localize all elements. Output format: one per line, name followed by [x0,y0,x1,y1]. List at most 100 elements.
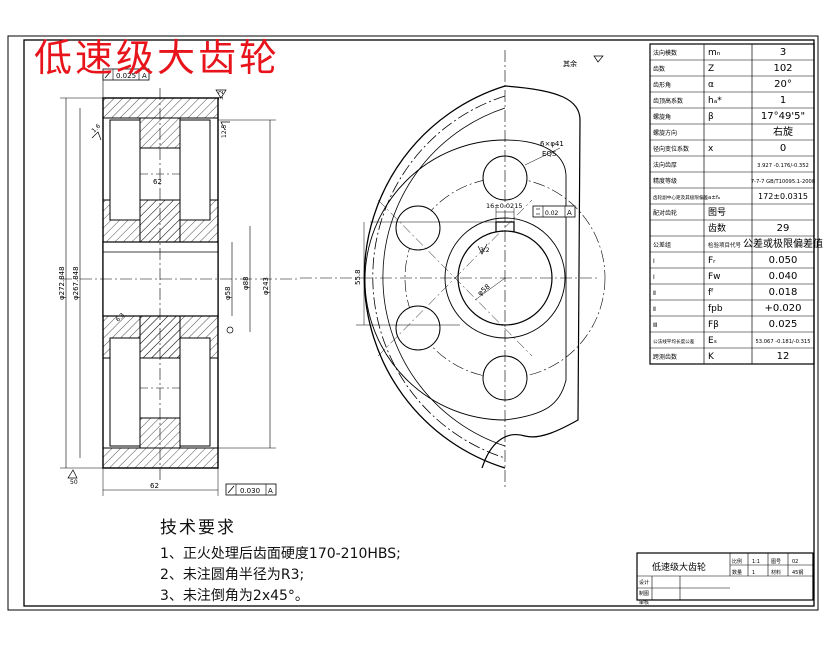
param-label: 齿轮副中心距及其极限偏差 [653,194,709,201]
param-label: 螺旋角 [653,113,671,121]
param-label: Ⅰ [653,258,655,265]
param-value: 0.018 [769,287,798,298]
param-symbol: β [708,112,714,122]
param-symbol: Fᵣ [708,256,716,266]
param-value: 12 [777,351,790,362]
title-block-grid [636,552,814,601]
param-label: Ⅰ [653,274,655,281]
param-value: 29 [777,223,790,234]
param-symbol: Fβ [708,320,719,330]
dim-hub: φ243 [262,277,270,295]
drawing-no-label: 图号 [771,559,781,565]
ra-value-3: 12.5 [221,124,228,138]
reviewer-label: 审核 [639,599,649,606]
drawing-title: 低速级大齿轮 [34,36,281,80]
material-value: 45钢 [792,569,803,576]
tech-item-2: 2、未注圆角半径为R3; [160,567,305,583]
tech-heading: 技术要求 [160,518,236,538]
keyway-width: 16±0.0215 [486,202,522,210]
param-value: 3.927 -0.176/-0.352 [757,163,809,169]
param-symbol: α [708,80,714,90]
dim-outer: φ272.848 [58,266,66,300]
param-value: 17°49'5" [761,111,805,122]
param-symbol: Z [708,64,714,74]
top-tolerance-value: 0.025 [116,72,136,80]
scale-label: 比例 [732,558,742,565]
param-value: 右旋 [773,125,793,138]
tech-item-3: 3、未注倒角为2x45°。 [160,588,309,604]
param-label: 精度等级 [653,177,677,185]
param-label: 公差组 [653,241,671,249]
param-symbol: fpb [708,304,723,314]
param-symbol: fᶠ [708,288,714,298]
param-value: 0.040 [769,271,798,282]
param-value: 0.050 [769,255,798,266]
param-value: 3 [780,47,786,58]
param-label: Ⅱ [653,306,656,313]
param-symbol: x [708,144,714,154]
dim-hub-width: 62 [153,178,162,186]
param-symbol: a±fₐ [708,195,720,201]
bottom-tolerance-value: 0.030 [240,487,260,495]
rest-roughness-label: 其余 [563,59,577,68]
param-symbol: K [708,352,715,362]
param-symbol: Eₛ [708,336,717,346]
key-tolerance: 0.02 [545,210,559,217]
ra-value-1: 3.2 [218,90,225,100]
param-value: +0.020 [764,303,801,314]
param-value: 7-7-7 GB/T10095.1-2008 [751,179,815,185]
param-symbol: 图号 [708,207,726,218]
param-label: Ⅱ [653,290,656,297]
param-value: 53.067 -0.181/-0.315 [756,339,811,345]
param-label: 齿数 [653,65,665,73]
ra-value-4: 6.3 [114,312,126,324]
param-label: 公法线平均长度公差 [653,338,695,345]
ra-value-2: 1.6 [90,123,102,135]
param-value: 0.025 [769,319,798,330]
param-value: 102 [773,63,792,74]
tech-item-1: 1、正火处理后齿面硬度170-210HBS; [160,546,401,562]
param-label: 齿形角 [653,81,671,89]
param-label: 法向模数 [653,49,677,57]
ra-value-5: 50 [70,479,78,486]
drawing-no-value: 02 [792,559,798,565]
technical-requirements: 技术要求 1、正火处理后齿面硬度170-210HBS; 2、未注圆角半径为R3;… [160,513,401,607]
title-block-name: 低速级大齿轮 [652,561,706,573]
dim-bore: φ88 [242,276,250,290]
param-value: 20° [774,79,792,90]
material-label: 材料 [771,569,781,576]
param-symbol: 检验项目代号 [708,241,742,249]
qty-label: 数量 [732,569,742,576]
outer-frame [7,35,819,611]
param-value: 1 [780,95,786,106]
ra-bore: 3.2 [480,247,490,254]
section-view [60,68,300,496]
front-view [300,50,606,490]
bottom-datum: A [268,487,273,495]
eqs-label: EQS [542,150,557,158]
param-symbol: hₐ* [708,96,722,106]
scale-value: 1:1 [752,559,760,565]
param-value: 0 [780,143,786,154]
param-value: 公差或极限偏差值 [743,237,823,250]
dim-root: φ267.848 [72,266,80,300]
drawer-label: 制图 [639,590,649,597]
param-symbol: 齿数 [708,222,726,234]
hole-spec: 6×φ41 [540,140,564,148]
param-label: 跨测齿数 [653,353,677,361]
param-label: 配对齿轮 [653,209,677,217]
designer-label: 设计 [639,579,649,586]
param-symbol: mₙ [708,48,721,58]
param-symbol: Fw [708,272,721,282]
param-value: 172±0.0315 [758,192,808,201]
key-depth-dim: 55.8 [354,269,362,285]
param-label: Ⅲ [653,322,657,329]
dim-width: 62 [150,482,159,490]
qty-value: 1 [752,570,755,576]
top-datum: A [142,72,147,80]
param-label: 螺旋方向 [653,129,677,137]
param-label: 法向齿厚 [653,161,677,169]
